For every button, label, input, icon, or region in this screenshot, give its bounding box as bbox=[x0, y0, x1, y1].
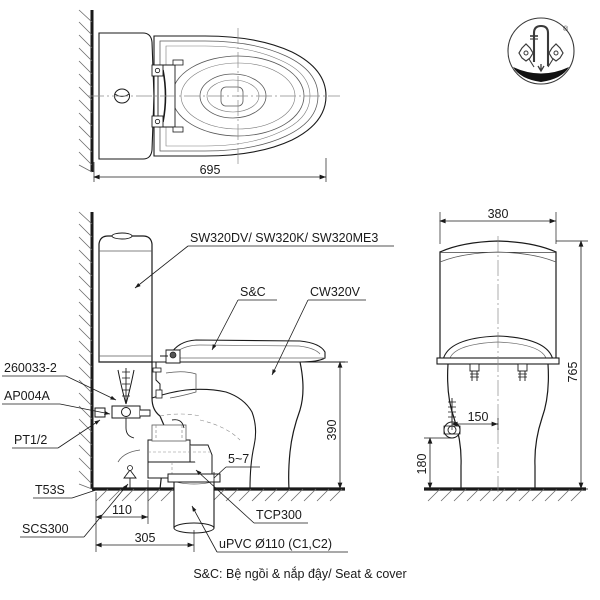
dimension-110-text: 110 bbox=[112, 503, 132, 517]
svg-text:TCP300: TCP300 bbox=[256, 508, 302, 522]
water-saving-certification-logo: ® bbox=[507, 17, 575, 85]
label-part-scs300: SCS300 bbox=[20, 483, 129, 538]
dimension-765-text: 765 bbox=[566, 362, 580, 383]
side-view-upvc-pipe bbox=[167, 473, 221, 534]
dimension-305-text: 305 bbox=[135, 531, 156, 545]
side-view-tank bbox=[98, 232, 153, 363]
dimension-110: 110 bbox=[95, 480, 149, 524]
top-view-wall bbox=[78, 9, 94, 173]
label-part-tcp300: TCP300 bbox=[195, 469, 308, 524]
label-part-t53s: T53S bbox=[33, 483, 97, 499]
svg-text:PT1/2: PT1/2 bbox=[14, 433, 47, 447]
svg-text:CW320V: CW320V bbox=[310, 285, 361, 299]
dimension-150-text: 150 bbox=[468, 410, 489, 424]
svg-text:T53S: T53S bbox=[35, 483, 65, 497]
label-bowl-model: CW320V bbox=[271, 285, 366, 376]
dimension-695-text: 695 bbox=[200, 163, 221, 177]
side-view-wall bbox=[78, 211, 94, 490]
dimension-695: 695 bbox=[93, 158, 327, 182]
front-view: 380 765 150 180 bbox=[415, 207, 588, 502]
label-part-260033: 260033-2 bbox=[2, 361, 117, 401]
dimension-180-text: 180 bbox=[415, 454, 429, 475]
dimension-390: 390 bbox=[300, 361, 348, 489]
side-view-seat-cover bbox=[160, 339, 326, 364]
svg-text:SW320DV/ SW320K/ SW320ME3: SW320DV/ SW320K/ SW320ME3 bbox=[190, 231, 378, 245]
label-part-ap004a: AP004A bbox=[2, 389, 111, 415]
dimension-5-7-text: 5~7 bbox=[228, 452, 249, 466]
dimension-150: 150 bbox=[451, 410, 499, 430]
registered-mark: ® bbox=[563, 25, 569, 33]
label-part-upvc: uPVC Ø110 (C1,C2) bbox=[191, 505, 348, 553]
dimension-180: 180 bbox=[415, 437, 452, 489]
logo-flower-right bbox=[547, 43, 564, 68]
dimension-765: 765 bbox=[556, 240, 588, 490]
side-view-fill-tube bbox=[152, 362, 163, 399]
logo-flower-left bbox=[518, 43, 535, 68]
top-view: 695 bbox=[78, 9, 340, 182]
front-view-pedestal bbox=[447, 363, 549, 489]
svg-text:SCS300: SCS300 bbox=[22, 522, 69, 536]
svg-text:AP004A: AP004A bbox=[4, 389, 51, 403]
dimension-390-text: 390 bbox=[325, 420, 339, 441]
label-tank-models: SW320DV/ SW320K/ SW320ME3 bbox=[134, 231, 394, 289]
top-view-hinge bbox=[151, 59, 184, 133]
dimension-5-7: 5~7 bbox=[213, 452, 260, 482]
svg-text:S&C: S&C bbox=[240, 285, 266, 299]
svg-text:260033-2: 260033-2 bbox=[4, 361, 57, 375]
drawing-caption: S&C: Bệ ngồi & nắp đậy/ Seat & cover bbox=[193, 566, 406, 581]
label-seat-cover: S&C bbox=[211, 285, 277, 351]
label-part-pt12: PT1/2 bbox=[12, 419, 101, 449]
dimension-380: 380 bbox=[439, 207, 557, 244]
dimension-305: 305 bbox=[95, 524, 195, 552]
svg-text:uPVC Ø110 (C1,C2): uPVC Ø110 (C1,C2) bbox=[219, 537, 332, 551]
side-view: SW320DV/ SW320K/ SW320ME3 S&C CW320V 260… bbox=[2, 211, 394, 553]
dimension-380-text: 380 bbox=[488, 207, 509, 221]
front-view-seat-bolts bbox=[469, 363, 528, 381]
